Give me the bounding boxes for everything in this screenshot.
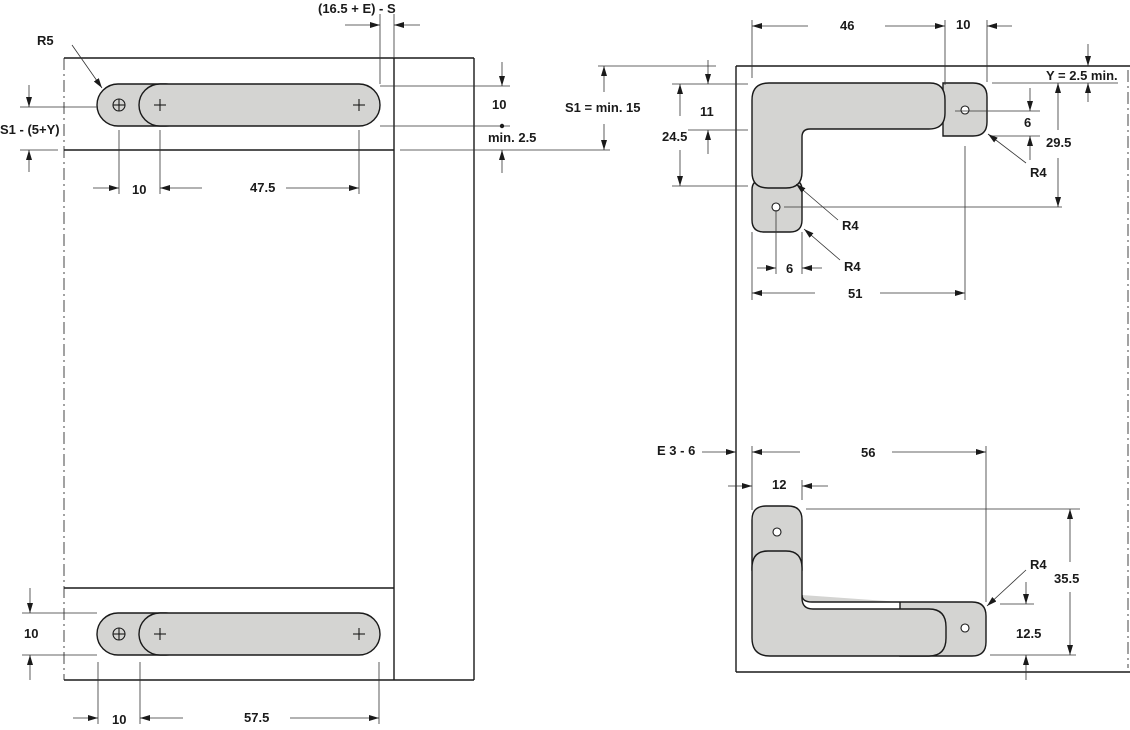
dim-top-offset: (16.5 + E) - S <box>318 1 396 16</box>
screw-hole-icon <box>771 202 781 212</box>
dim-24-5: 24.5 <box>662 129 687 144</box>
dim-edge-min: min. 2.5 <box>488 130 536 145</box>
left-view: (16.5 + E) - S R5 S1 - (5+Y) 10 min. 2.5… <box>0 1 560 727</box>
radius-label-r5: R5 <box>37 33 54 48</box>
screw-hole-icon <box>772 527 782 537</box>
crosshair-icon <box>353 628 365 640</box>
dim-top-pitch-a: 10 <box>132 182 146 197</box>
dim-29-5: 29.5 <box>1046 135 1071 150</box>
dim-35-5: 35.5 <box>1054 571 1079 586</box>
dim-12-5: 12.5 <box>1016 626 1041 641</box>
radius-label-r4: R4 <box>1030 557 1047 572</box>
right-view: 46 10 Y = 2.5 min. S1 = min. 15 11 24.5 … <box>560 17 1130 680</box>
crosshair-icon <box>154 628 166 640</box>
dim-bottom-pitch-a: 10 <box>112 712 126 727</box>
dim-y-min: Y = 2.5 min. <box>1046 68 1118 83</box>
screw-hole-icon <box>960 105 970 115</box>
bottom-hinge-bracket <box>751 505 987 657</box>
radius-label-r4: R4 <box>842 218 859 233</box>
dimension-point <box>499 123 505 129</box>
dim-51: 51 <box>848 286 862 301</box>
dim-bottom-pitch-b: 57.5 <box>244 710 269 725</box>
dim-width-46: 46 <box>840 18 854 33</box>
radius-label-r4: R4 <box>1030 165 1047 180</box>
dim-e-range: E 3 - 6 <box>657 443 695 458</box>
dim-bottom-slot-height: 10 <box>24 626 38 641</box>
dim-56: 56 <box>861 445 875 460</box>
crosshair-icon <box>154 99 166 111</box>
top-slot-plate <box>96 83 381 127</box>
dim-s1-min: S1 = min. 15 <box>565 100 641 115</box>
dim-6-bottom: 6 <box>786 261 793 276</box>
dim-slot-height-top: 10 <box>492 97 506 112</box>
bottom-slot-plate <box>96 612 381 656</box>
dim-11: 11 <box>700 104 714 119</box>
top-hinge-bracket <box>751 82 988 233</box>
radius-label-r4: R4 <box>844 259 861 274</box>
dim-6-right: 6 <box>1024 115 1031 130</box>
crosshair-icon <box>353 99 365 111</box>
dim-12: 12 <box>772 477 786 492</box>
dim-width-10: 10 <box>956 17 970 32</box>
screw-hole-icon <box>960 623 970 633</box>
dim-side-offset: S1 - (5+Y) <box>0 122 60 137</box>
dim-top-pitch-b: 47.5 <box>250 180 275 195</box>
